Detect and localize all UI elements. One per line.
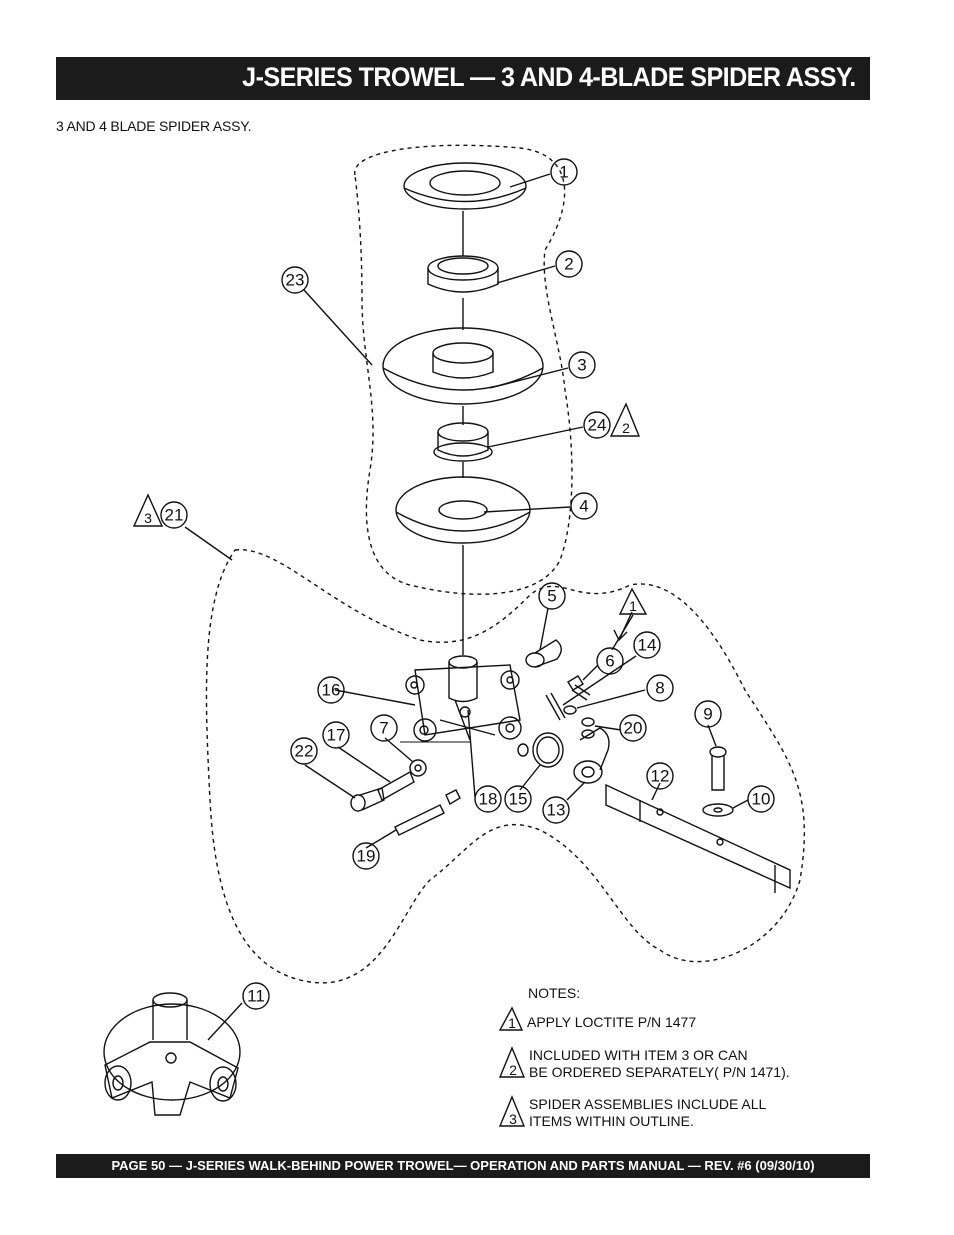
note-3-line1: SPIDER ASSEMBLIES INCLUDE ALL [529,1096,767,1112]
flag-3-item-21: 3 [144,510,152,526]
callout-circles [160,158,775,1010]
outline-21 [205,549,806,984]
part-15-spring [517,732,564,768]
part-2-bushing [427,255,499,293]
note-2-flag: 2 [509,1062,517,1078]
callout-16: 16 [322,681,341,700]
part-5-sleeve [525,639,562,668]
callout-8: 8 [655,679,664,698]
flag-2-item-24: 2 [622,420,630,436]
callout-20: 20 [624,719,643,738]
callout-2: 2 [564,255,573,274]
part-22-cap [350,787,385,812]
part-16-spider [405,655,522,742]
page-footer-text: PAGE 50 — J-SERIES WALK-BEHIND POWER TRO… [111,1158,815,1173]
callout-17: 17 [327,726,346,745]
outline-23 [354,144,573,595]
callout-19: 19 [357,847,376,866]
callout-10: 10 [752,790,771,809]
callout-11: 11 [247,987,265,1006]
callout-12: 12 [651,767,670,786]
part-13-arm [573,727,610,784]
note-triangles [132,402,648,1127]
page-title-bar: J-SERIES TROWEL — 3 AND 4-BLADE SPIDER A… [56,57,870,100]
part-24-bushing [433,422,493,462]
callout-3: 3 [577,356,586,375]
callout-6: 6 [605,652,614,671]
part-8-nut [563,705,577,715]
note-1-arrow [613,611,633,642]
section-subtitle: 3 AND 4 BLADE SPIDER ASSY. [56,118,252,134]
callout-14: 14 [638,636,657,655]
part-17-screw [377,770,415,802]
note-1-flag: 1 [508,1015,516,1031]
part-11-3-blade-spider [103,992,241,1116]
part-12-shaft [605,783,791,893]
leader-lines [184,173,749,1041]
note-3-line2: ITEMS WITHIN OUTLINE. [529,1113,694,1129]
part-7-nut [409,759,427,777]
callout-23: 23 [286,271,305,290]
note-2-line1: INCLUDED WITH ITEM 3 OR CAN [529,1047,748,1063]
notes-heading: NOTES: [528,985,580,1001]
page-footer-bar: PAGE 50 — J-SERIES WALK-BEHIND POWER TRO… [56,1154,870,1178]
part-3-disc [382,327,544,405]
flag-1-item-6: 1 [629,598,637,614]
callout-15: 15 [509,790,528,809]
part-18-nut [445,789,461,806]
part-19-screw [394,804,445,836]
note-2-line2: BE ORDERED SEPARATELY( P/N 1471). [529,1064,790,1080]
callout-1: 1 [559,163,568,182]
callout-5: 5 [547,587,556,606]
part-14-pin [545,692,566,721]
callout-22: 22 [295,742,314,761]
part-10-washer [702,803,734,817]
part-1-washer [403,162,527,210]
callout-9: 9 [703,705,712,724]
callout-4: 4 [579,497,588,516]
callout-24: 24 [588,416,607,435]
note-3-flag: 3 [509,1111,517,1127]
callout-21: 21 [165,506,184,525]
callout-18: 18 [479,790,498,809]
part-20-washers [581,717,595,739]
callout-7: 7 [379,719,388,738]
note-1-line1: APPLY LOCTITE P/N 1477 [527,1014,696,1030]
part-9-bolt [709,746,727,791]
part-6-bolt [567,675,591,701]
callout-13: 13 [547,801,566,820]
page-title: J-SERIES TROWEL — 3 AND 4-BLADE SPIDER A… [242,62,856,92]
